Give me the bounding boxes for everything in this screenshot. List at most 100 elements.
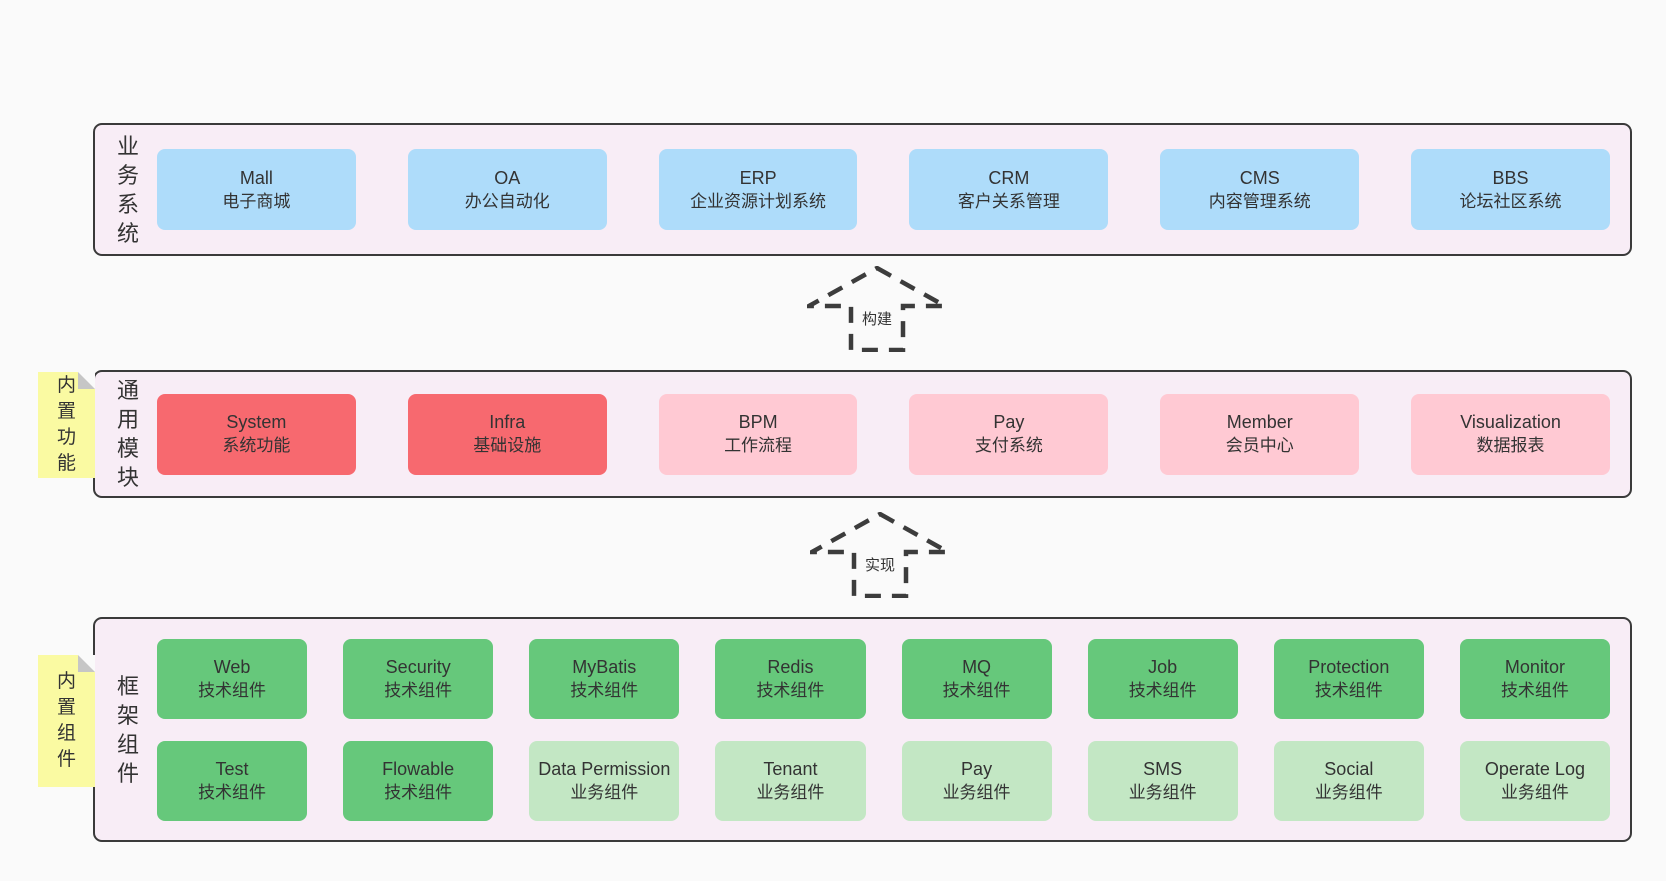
box-subtitle: 技术组件 xyxy=(942,680,1011,700)
layer-business-systems: 业务系统 Mall 电子商城 OA 办公自动化 ERP 企业资源计划系统 CRM… xyxy=(93,123,1632,256)
box-title: BBS xyxy=(1492,167,1529,188)
box-subtitle: 技术组件 xyxy=(1128,680,1197,700)
box-title: Web xyxy=(213,656,251,677)
box-subtitle: 电子商城 xyxy=(222,191,291,211)
box-title: Pay xyxy=(961,758,993,779)
box-web: Web 技术组件 xyxy=(157,638,308,719)
box-title: Data Permission xyxy=(538,758,671,779)
box-title: Operate Log xyxy=(1484,758,1585,779)
framework-components-row-1: Web 技术组件 Security 技术组件 MyBatis 技术组件 Redi… xyxy=(157,638,1610,719)
box-title: Member xyxy=(1226,412,1293,432)
box-operate-log: Operate Log 业务组件 xyxy=(1459,740,1610,821)
arrow-implement: 实现 xyxy=(810,512,950,598)
business-systems-boxes: Mall 电子商城 OA 办公自动化 ERP 企业资源计划系统 CRM 客户关系… xyxy=(157,149,1610,230)
box-subtitle: 技术组件 xyxy=(1314,680,1383,700)
box-subtitle: 技术组件 xyxy=(756,680,825,700)
box-title: SMS xyxy=(1143,758,1183,779)
box-title: BPM xyxy=(738,412,778,432)
box-subtitle: 技术组件 xyxy=(1500,680,1569,700)
box-title: ERP xyxy=(739,167,777,188)
box-title: Infra xyxy=(489,412,526,432)
box-monitor: Monitor 技术组件 xyxy=(1459,638,1610,719)
box-subtitle: 技术组件 xyxy=(570,680,639,700)
note-built-in-features-label: 内置功能 xyxy=(56,375,76,474)
box-mybatis: MyBatis 技术组件 xyxy=(529,638,680,719)
box-subtitle: 论坛社区系统 xyxy=(1459,191,1562,211)
box-subtitle: 客户关系管理 xyxy=(957,191,1060,211)
box-title: Test xyxy=(215,758,249,779)
box-title: Protection xyxy=(1308,656,1390,677)
dashed-up-arrow-icon xyxy=(807,266,947,352)
box-visualization: Visualization 数据报表 xyxy=(1411,393,1610,475)
box-subtitle: 办公自动化 xyxy=(464,191,550,211)
box-subtitle: 会员中心 xyxy=(1225,436,1294,455)
box-protection: Protection 技术组件 xyxy=(1273,638,1424,719)
layer-framework-components-label: 框架组件 xyxy=(116,673,139,786)
box-subtitle: 业务组件 xyxy=(570,782,639,802)
box-subtitle: 业务组件 xyxy=(756,782,825,802)
box-subtitle: 基础设施 xyxy=(473,436,542,455)
box-title: Redis xyxy=(767,656,814,677)
box-tenant: Tenant 业务组件 xyxy=(715,740,866,821)
note-built-in-components-label: 内置组件 xyxy=(56,671,76,770)
box-title: Visualization xyxy=(1460,412,1561,432)
box-subtitle: 业务组件 xyxy=(1128,782,1197,802)
box-subtitle: 技术组件 xyxy=(198,782,267,802)
box-title: CMS xyxy=(1239,167,1280,188)
box-subtitle: 业务组件 xyxy=(1500,782,1569,802)
arrow-build-label: 构建 xyxy=(858,310,896,330)
box-subtitle: 支付系统 xyxy=(974,436,1043,455)
note-built-in-components: 内置组件 xyxy=(38,655,95,787)
layer-framework-components: 框架组件 Web 技术组件 Security 技术组件 MyBatis 技术组件… xyxy=(93,617,1632,842)
box-test: Test 技术组件 xyxy=(157,740,308,821)
box-pay-module: Pay 支付系统 xyxy=(909,393,1109,475)
arrow-build: 构建 xyxy=(807,266,947,352)
box-mall: Mall 电子商城 xyxy=(157,149,356,230)
box-title: System xyxy=(226,412,287,432)
box-subtitle: 企业资源计划系统 xyxy=(690,191,827,211)
note-built-in-features: 内置功能 xyxy=(38,372,95,478)
box-mq: MQ 技术组件 xyxy=(901,638,1052,719)
box-infra: Infra 基础设施 xyxy=(407,393,607,475)
box-title: Tenant xyxy=(763,758,818,779)
note-fold-corner xyxy=(78,655,95,672)
dashed-up-arrow-icon xyxy=(810,512,950,598)
box-subtitle: 业务组件 xyxy=(942,782,1011,802)
box-subtitle: 业务组件 xyxy=(1314,782,1383,802)
box-title: Mall xyxy=(239,167,273,188)
box-title: Job xyxy=(1148,656,1178,677)
box-title: MQ xyxy=(962,656,992,677)
box-pay-business: Pay 业务组件 xyxy=(901,740,1052,821)
box-title: Security xyxy=(385,656,451,677)
box-redis: Redis 技术组件 xyxy=(715,638,866,719)
box-job: Job 技术组件 xyxy=(1087,638,1238,719)
box-subtitle: 技术组件 xyxy=(198,680,267,700)
box-title: Pay xyxy=(993,412,1025,432)
framework-components-row-2: Test 技术组件 Flowable 技术组件 Data Permission … xyxy=(157,740,1610,821)
box-title: CRM xyxy=(988,167,1030,188)
box-crm: CRM 客户关系管理 xyxy=(909,149,1109,230)
common-modules-boxes: System 系统功能 Infra 基础设施 BPM 工作流程 Pay 支付系统… xyxy=(157,393,1610,475)
box-social: Social 业务组件 xyxy=(1273,740,1424,821)
box-title: Flowable xyxy=(382,758,455,779)
box-security: Security 技术组件 xyxy=(343,638,494,719)
box-subtitle: 技术组件 xyxy=(384,782,453,802)
box-title: Social xyxy=(1324,758,1374,779)
box-subtitle: 工作流程 xyxy=(724,436,793,455)
box-subtitle: 数据报表 xyxy=(1476,436,1545,455)
box-subtitle: 系统功能 xyxy=(222,436,291,455)
box-oa: OA 办公自动化 xyxy=(407,149,607,230)
box-title: OA xyxy=(494,167,521,188)
box-title: MyBatis xyxy=(572,656,637,677)
box-bpm: BPM 工作流程 xyxy=(658,393,858,475)
box-bbs: BBS 论坛社区系统 xyxy=(1411,149,1610,230)
layer-common-modules: 通用模块 System 系统功能 Infra 基础设施 BPM 工作流程 Pay… xyxy=(93,370,1632,498)
arrow-implement-label: 实现 xyxy=(861,556,899,576)
box-data-permission: Data Permission 业务组件 xyxy=(529,740,680,821)
box-title: Monitor xyxy=(1504,656,1565,677)
box-cms: CMS 内容管理系统 xyxy=(1160,149,1360,230)
box-subtitle: 技术组件 xyxy=(384,680,453,700)
box-sms: SMS 业务组件 xyxy=(1087,740,1238,821)
layer-common-modules-label: 通用模块 xyxy=(116,378,139,490)
